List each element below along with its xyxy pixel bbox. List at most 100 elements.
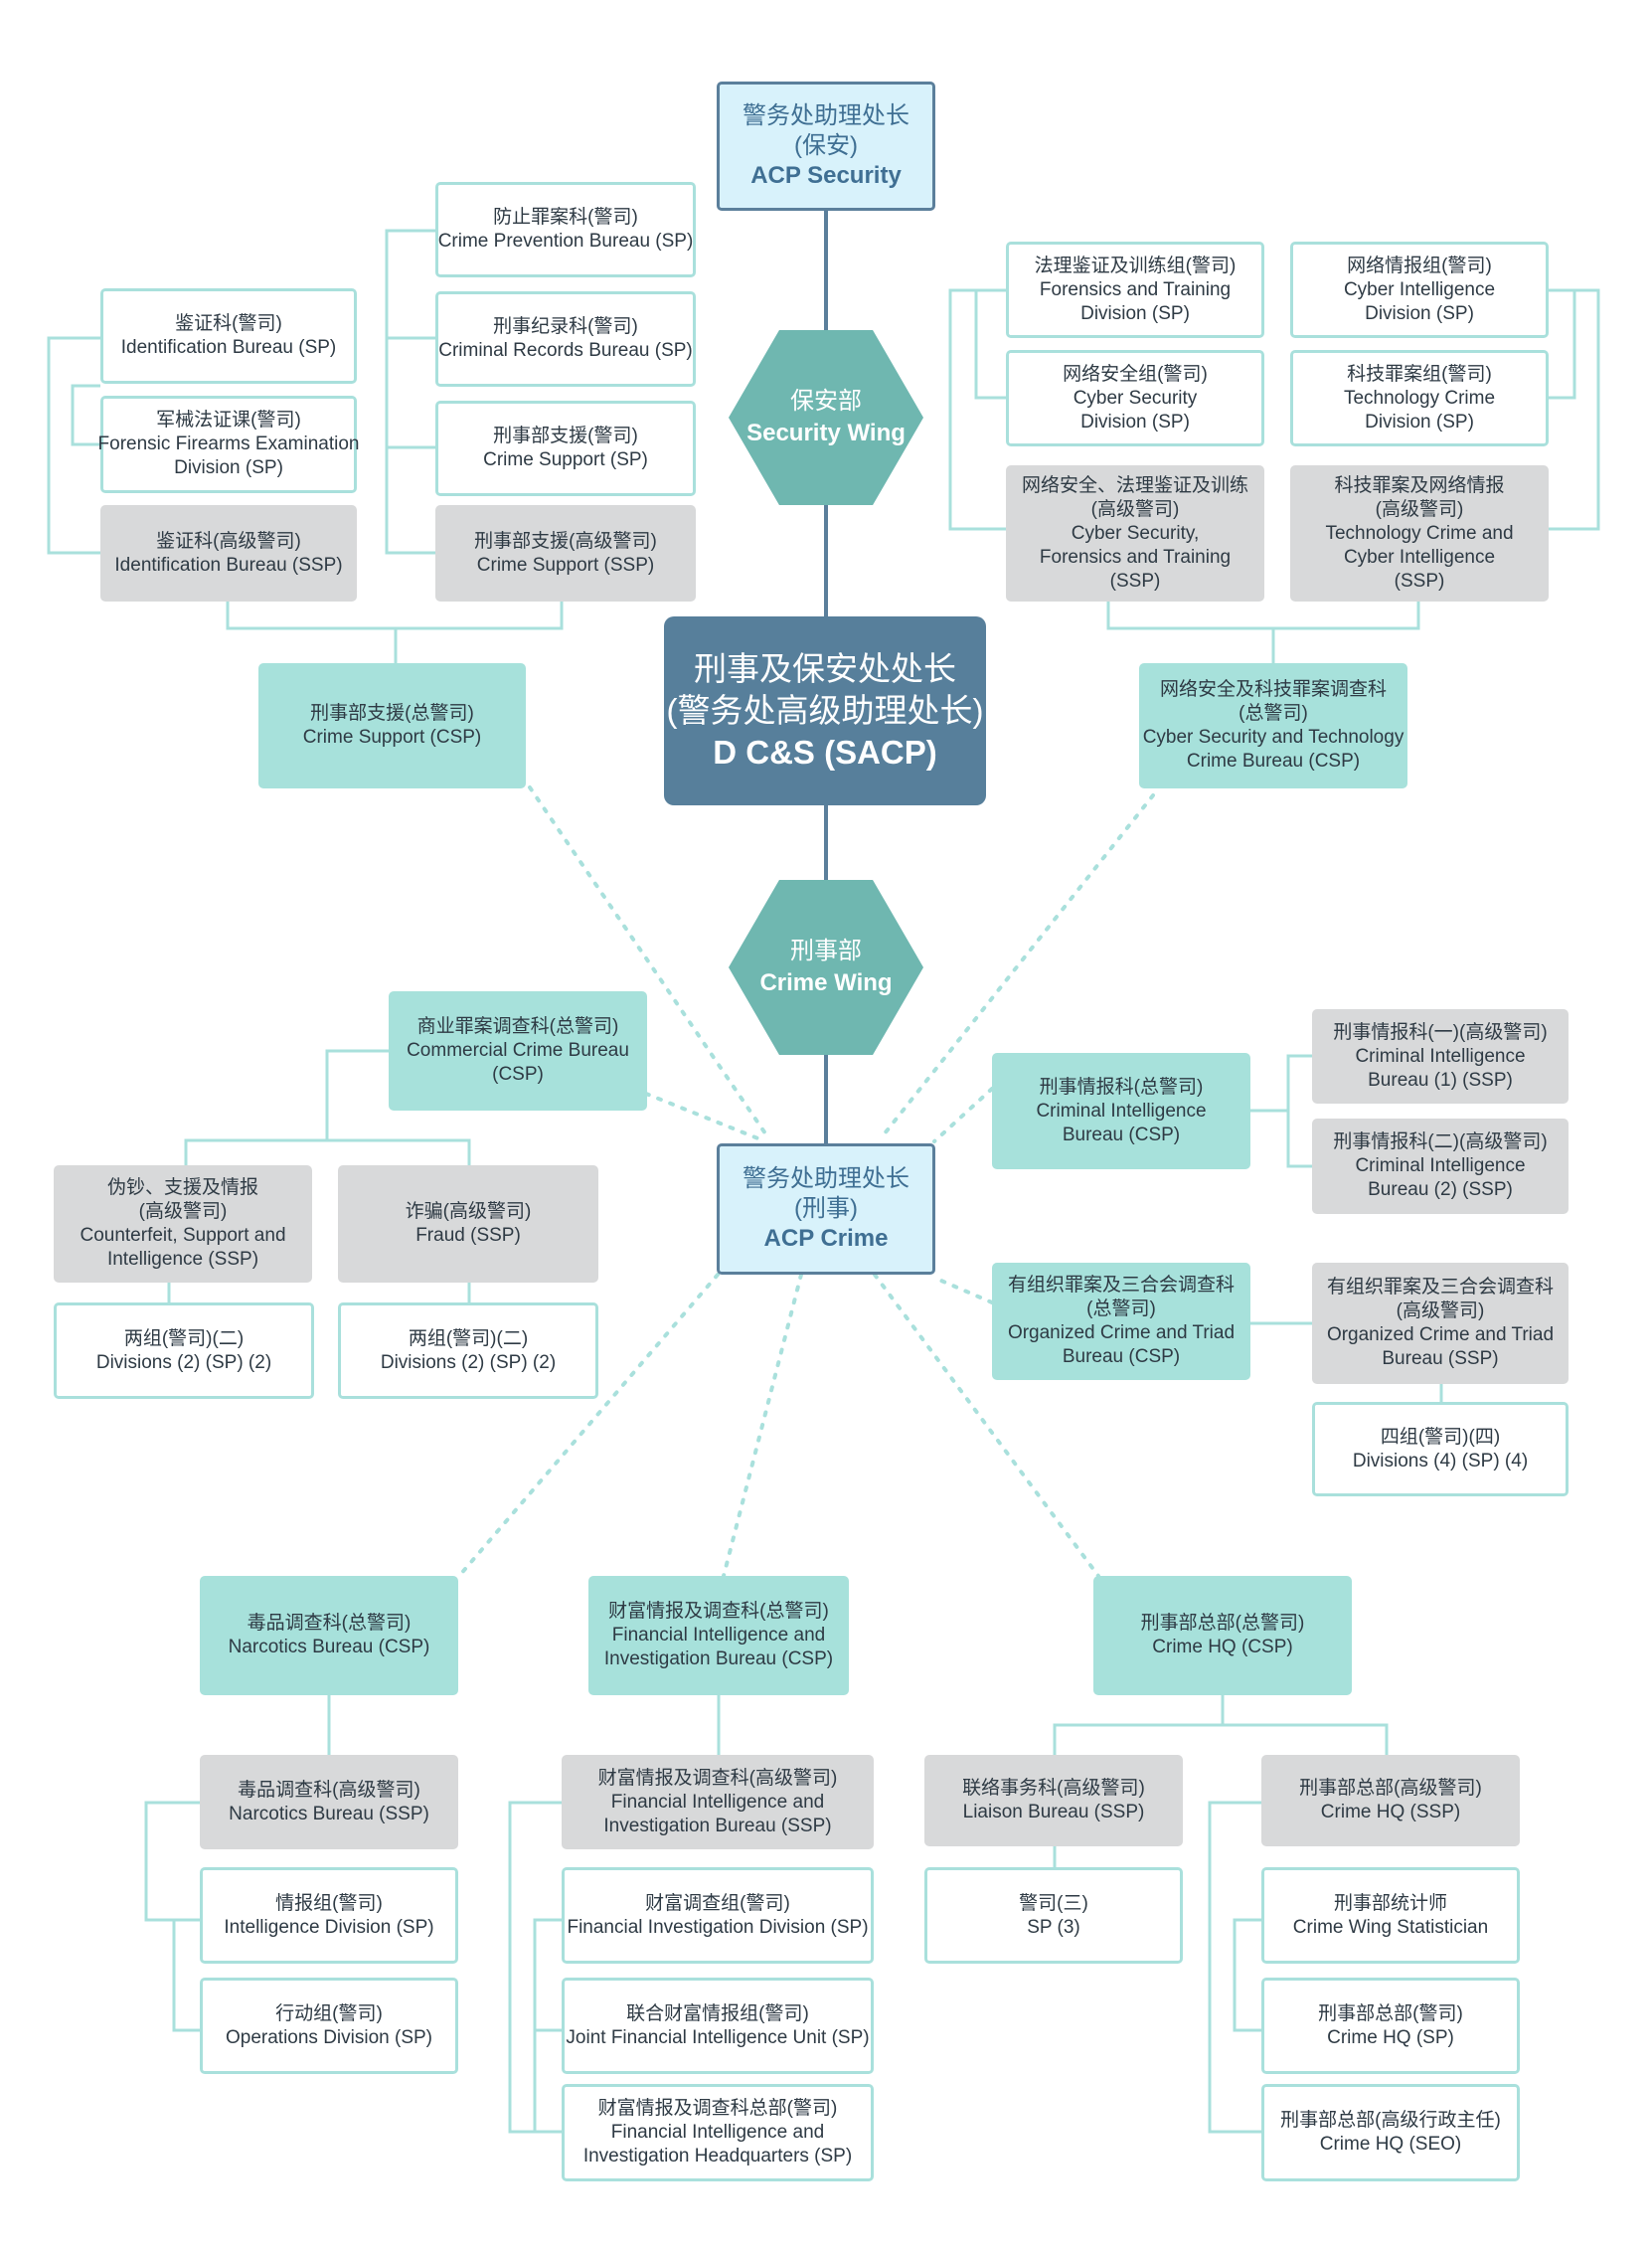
node-l1: 鉴证科(高级警司)	[156, 530, 301, 552]
organized-crime-ssp-box: 有组织罪案及三合会调查科 (高级警司) Organized Crime and …	[1312, 1263, 1569, 1384]
node-l2: Criminal Intelligence	[1355, 1045, 1526, 1067]
node-l1: 财富情报及调查科(高级警司)	[597, 1767, 838, 1789]
node-l1: 联络事务科(高级警司)	[962, 1778, 1145, 1799]
node-l2: Crime HQ (CSP)	[1152, 1637, 1293, 1657]
liaison-ssp-box: 联络事务科(高级警司) Liaison Bureau (SSP)	[924, 1755, 1183, 1846]
node-l1: 财富调查组(警司)	[645, 1892, 790, 1914]
acp-crime-box: 警务处助理处长 (刑事) ACP Crime	[717, 1143, 935, 1275]
node-l2: Commercial Crime Bureau	[407, 1040, 629, 1061]
security-wing-zh: 保安部	[790, 388, 862, 415]
node-l2: SP (3)	[1027, 1916, 1080, 1938]
node-l2: Narcotics Bureau (SSP)	[229, 1803, 429, 1824]
node-l1: 法理鉴证及训练组(警司)	[1034, 255, 1237, 276]
node-l3: Division (SP)	[174, 457, 283, 478]
node-l3: Counterfeit, Support and	[80, 1225, 286, 1246]
node-l1: 刑事部支援(总警司)	[310, 703, 474, 724]
node-l1: 刑事部支援(警司)	[493, 426, 638, 446]
acp-crime-zh1: 警务处助理处长	[743, 1165, 909, 1192]
fin-investigation-sp-box: 财富调查组(警司) Financial Investigation Divisi…	[562, 1867, 874, 1964]
node-l3: Organized Crime and Triad	[1007, 1322, 1236, 1343]
node-l1: 情报组(警司)	[275, 1892, 383, 1914]
fraud-ssp-box: 诈骗(高级警司) Fraud (SSP)	[338, 1165, 598, 1283]
node-l2: Criminal Records Bureau (SP)	[438, 340, 693, 361]
node-l1: 科技罪案及网络情报	[1334, 474, 1505, 496]
node-l2: (高级警司)	[1090, 498, 1180, 520]
node-l1: 刑事部总部(高级警司)	[1299, 1778, 1482, 1799]
counterfeit-ssp-box: 伪钞、支援及情报 (高级警司) Counterfeit, Support and…	[54, 1165, 312, 1283]
acp-security-en: ACP Security	[750, 162, 902, 189]
node-l1: 刑事部总部(高级行政主任)	[1280, 2110, 1501, 2131]
operations-div-sp-box: 行动组(警司) Operations Division (SP)	[200, 1978, 458, 2074]
acp-crime-zh2: (刑事)	[794, 1195, 858, 1222]
cyber-intel-sp-box: 网络情报组(警司) Cyber Intelligence Division (S…	[1290, 242, 1549, 338]
criminal-intel-2-ssp-box: 刑事情报科(二)(高级警司) Criminal Intelligence Bur…	[1312, 1119, 1569, 1214]
node-l1: 网络情报组(警司)	[1347, 255, 1492, 276]
node-l4: Bureau (SSP)	[1382, 1348, 1499, 1369]
node-l2: Intelligence Division (SP)	[224, 1916, 434, 1938]
fin-intel-csp-box: 财富情报及调查科(总警司) Financial Intelligence and…	[588, 1576, 849, 1695]
tree-connectors	[47, 229, 1600, 2134]
node-l1: 毒品调查科(高级警司)	[238, 1779, 420, 1801]
crime-support-csp-box: 刑事部支援(总警司) Crime Support (CSP)	[258, 663, 526, 788]
crime-hq-ssp-box: 刑事部总部(高级警司) Crime HQ (SSP)	[1261, 1755, 1520, 1846]
node-l1: 科技罪案组(警司)	[1347, 363, 1492, 385]
fin-intel-hq-sp-box: 财富情报及调查科总部(警司) Financial Intelligence an…	[562, 2084, 874, 2181]
tech-cyber-intel-ssp-box: 科技罪案及网络情报 (高级警司) Technology Crime and Cy…	[1290, 465, 1549, 602]
node-l3: Investigation Headquarters (SP)	[582, 2146, 853, 2166]
node-l2: Crime Support (SP)	[483, 449, 648, 470]
security-wing-en: Security Wing	[746, 420, 906, 446]
sp3-box: 警司(三) SP (3)	[924, 1867, 1183, 1964]
node-l3: Investigation Bureau (SSP)	[603, 1815, 832, 1836]
criminal-intel-csp-box: 刑事情报科(总警司) Criminal Intelligence Bureau …	[992, 1053, 1250, 1169]
node-l1: 财富情报及调查科总部(警司)	[597, 2098, 838, 2119]
node-l2: Crime HQ (SP)	[1327, 2026, 1454, 2048]
intelligence-div-sp-box: 情报组(警司) Intelligence Division (SP)	[200, 1867, 458, 1964]
cyber-tech-csp-box: 网络安全及科技罪案调查科 (总警司) Cyber Security and Te…	[1139, 663, 1407, 788]
node-l1: 财富情报及调查科(总警司)	[608, 1601, 829, 1622]
node-l4: Bureau (CSP)	[1062, 1346, 1181, 1367]
node-l1: 商业罪案调查科(总警司)	[416, 1016, 619, 1037]
node-l3: Division (SP)	[1080, 411, 1190, 433]
node-l2: Identification Bureau (SP)	[120, 337, 337, 358]
node-l1: 行动组(警司)	[275, 2002, 383, 2024]
criminal-records-sp-box: 刑事纪录科(警司) Criminal Records Bureau (SP)	[435, 291, 696, 387]
director-zh1: 刑事及保安处处长	[694, 650, 956, 687]
node-l1: 两组(警司)(二)	[408, 1327, 529, 1349]
divisions-a-box: 两组(警司)(二) Divisions (2) (SP) (2)	[54, 1302, 314, 1399]
node-l2: Financial Intelligence and	[610, 2122, 825, 2143]
node-l1: 刑事纪录科(警司)	[493, 316, 638, 337]
node-l2: Narcotics Bureau (CSP)	[228, 1637, 430, 1657]
node-l1: 有组织罪案及三合会调查科	[1007, 1275, 1235, 1296]
acp-security-box: 警务处助理处长 (保安) ACP Security	[717, 82, 935, 211]
organized-crime-csp-box: 有组织罪案及三合会调查科 (总警司) Organized Crime and T…	[992, 1263, 1250, 1380]
node-l2: Crime Support (CSP)	[302, 727, 482, 748]
commercial-crime-csp-box: 商业罪案调查科(总警司) Commercial Crime Bureau (CS…	[389, 991, 647, 1111]
node-l2: Divisions (2) (SP) (2)	[95, 1351, 272, 1373]
node-l2: Operations Division (SP)	[225, 2026, 433, 2048]
node-l2: Criminal Intelligence	[1355, 1155, 1526, 1176]
identification-sp-box: 鉴证科(警司) Identification Bureau (SP)	[100, 288, 357, 384]
crime-support-ssp-box: 刑事部支援(高级警司) Crime Support (SSP)	[435, 505, 696, 602]
node-l1: 防止罪案科(警司)	[493, 207, 638, 228]
node-l4: Intelligence (SSP)	[106, 1249, 259, 1270]
node-l1: 两组(警司)(二)	[123, 1327, 245, 1349]
node-l1: 诈骗(高级警司)	[405, 1201, 532, 1222]
director-box: 刑事及保安处处长 (警务处高级助理处长) D C&S (SACP)	[664, 616, 986, 805]
node-l3: (CSP)	[492, 1064, 544, 1085]
node-l1: 刑事部支援(高级警司)	[474, 530, 657, 552]
node-l3: Bureau (2) (SSP)	[1368, 1179, 1513, 1200]
node-l2: Cyber Intelligence	[1343, 278, 1496, 300]
node-l2: Identification Bureau (SSP)	[114, 554, 343, 576]
node-l3: Division (SP)	[1365, 302, 1474, 324]
node-l2: Forensics and Training	[1039, 278, 1232, 300]
acp-security-zh1: 警务处助理处长	[743, 102, 909, 129]
node-l1: 四组(警司)(四)	[1380, 1426, 1501, 1448]
node-l2: Criminal Intelligence	[1036, 1100, 1207, 1122]
node-l5: (SSP)	[1394, 570, 1445, 592]
node-l1: 军械法证课(警司)	[156, 410, 301, 431]
node-l2: (总警司)	[1086, 1299, 1156, 1319]
node-l2: Financial Intelligence and	[611, 1625, 826, 1646]
dotted-connectors	[457, 785, 1155, 1578]
narcotics-csp-box: 毒品调查科(总警司) Narcotics Bureau (CSP)	[200, 1576, 458, 1695]
node-l1: 刑事情报科(二)(高级警司)	[1333, 1131, 1548, 1152]
